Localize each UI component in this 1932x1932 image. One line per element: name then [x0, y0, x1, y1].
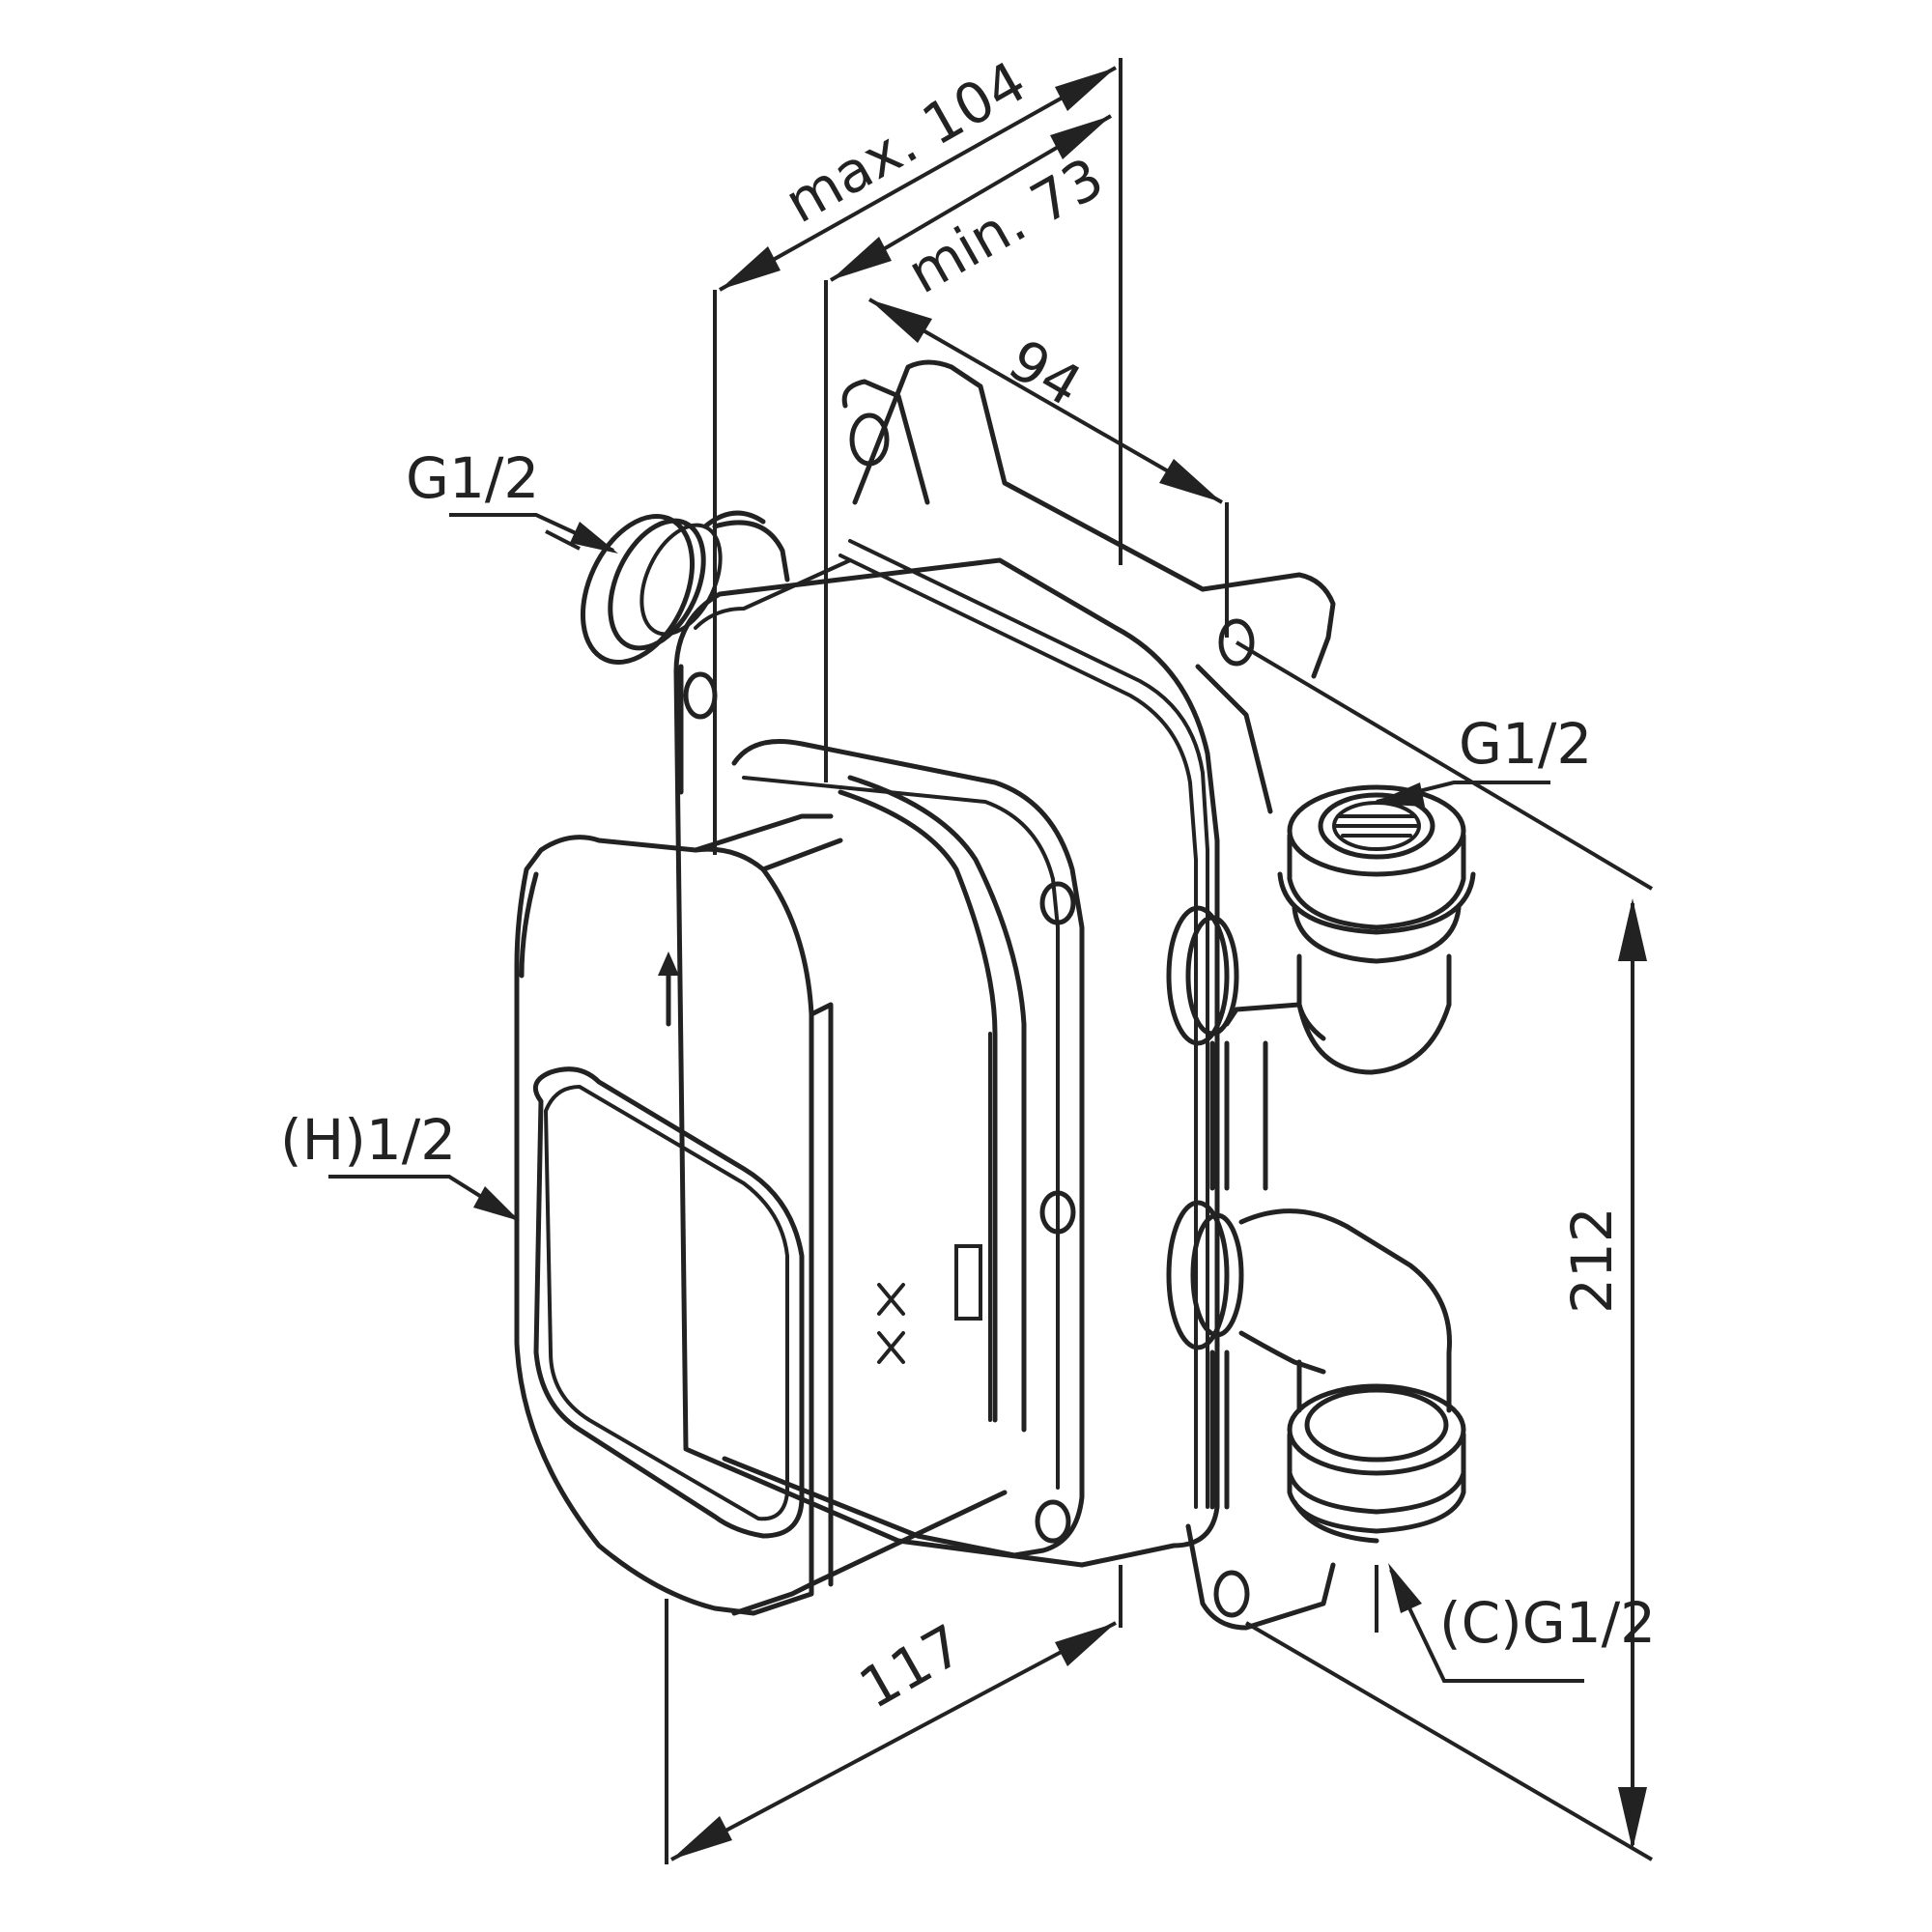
up-arrow-icon: [658, 952, 679, 1027]
dimension-label-212: 212: [1559, 1207, 1625, 1314]
dimension-117: 117: [670, 1611, 1117, 1861]
callout-left-inlet: G1/2: [406, 445, 618, 554]
right-outlet-fitting: [1166, 784, 1476, 1075]
dimension-212: 212: [1559, 898, 1647, 1850]
front-cap: [514, 813, 1008, 1616]
dimension-label-94: 94: [998, 327, 1093, 419]
callout-front-port: (H)1/2: [280, 1107, 520, 1221]
mounting-bracket: [841, 359, 1336, 1631]
label-front-port: (H)1/2: [280, 1107, 456, 1173]
left-inlet-fitting: [580, 510, 790, 795]
side-profile-lines: [1209, 1040, 1268, 1510]
dimension-label-117: 117: [848, 1611, 974, 1721]
extension-lines: [665, 58, 1654, 1864]
label-left-inlet: G1/2: [406, 445, 539, 511]
side-marking: [877, 1244, 982, 1364]
callout-cold-inlet: (C)G1/2: [1375, 1563, 1656, 1683]
label-cold-inlet: (C)G1/2: [1439, 1590, 1656, 1656]
dimension-label-min-73: min. 73: [896, 145, 1114, 307]
dimension-94: 94: [868, 298, 1223, 504]
label-right-outlet: G1/2: [1459, 711, 1592, 777]
cold-inlet-fitting: [1166, 1200, 1466, 1544]
valve-housing: [673, 539, 1220, 1568]
callout-right-outlet: G1/2: [1372, 711, 1592, 807]
